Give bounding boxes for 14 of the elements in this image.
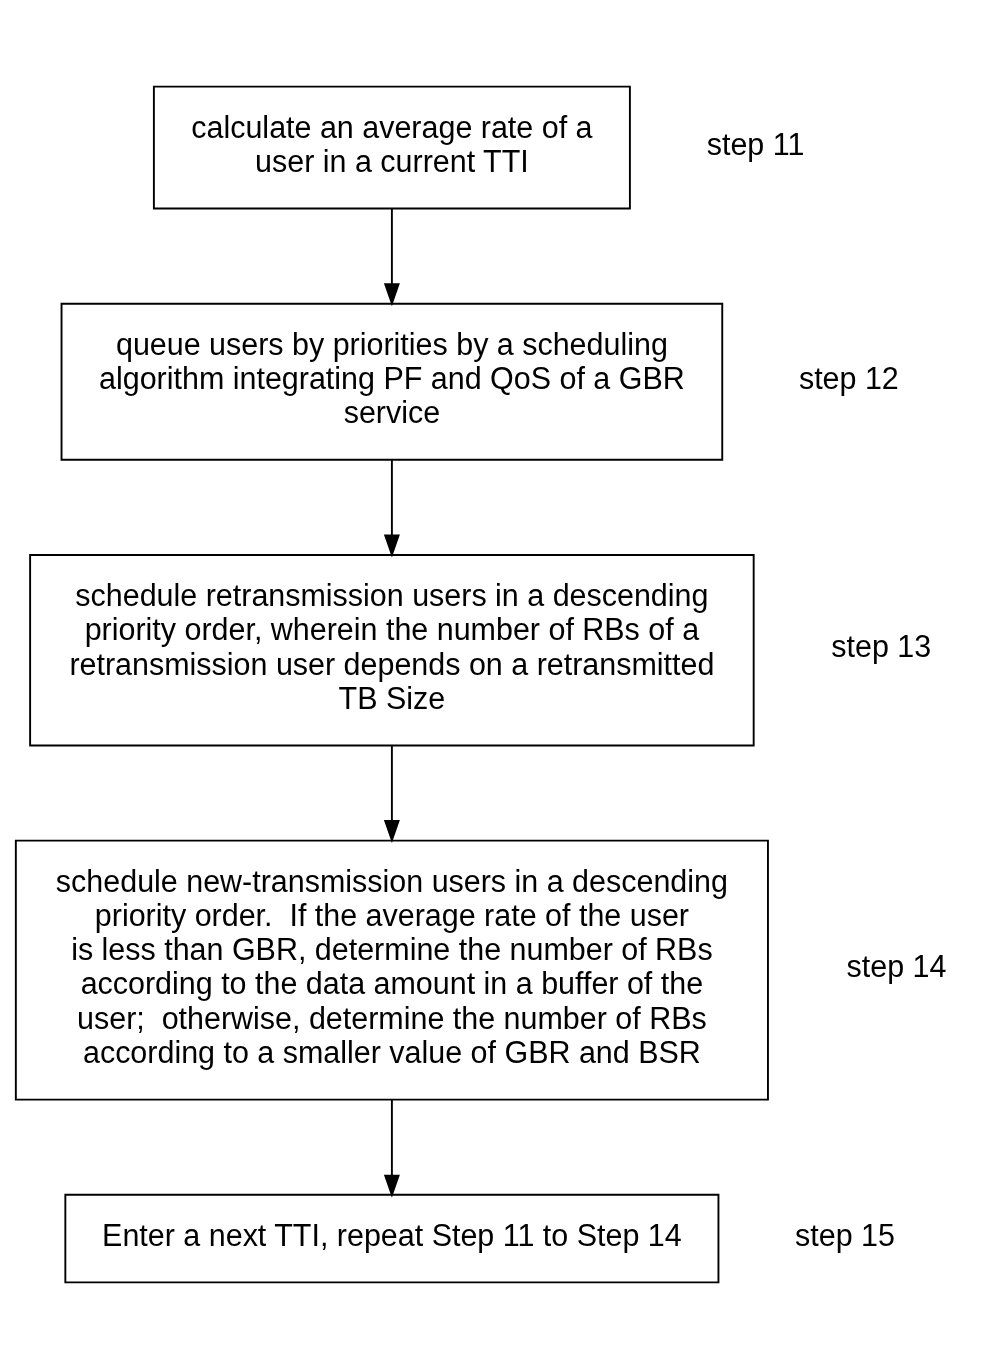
node-box: calculate an average rate of a user in a current TTI — [152, 85, 631, 210]
node-box: Enter a next TTI, repeat Step 11 to Step 14 — [64, 1193, 720, 1284]
node-box: schedule new-transmission users in a descending priority order. If the average rate of the user is less than GBR, determine the number of RBs according to the data amount in a buffer of the user; otherwise, determine the number of RBs according to a smaller value of GBR and BSR — [14, 839, 769, 1101]
node-label: step 15 — [795, 1217, 896, 1252]
node-label: step 14 — [846, 949, 947, 984]
arrow — [383, 207, 400, 307]
node-box: queue users by priorities by a scheduling algorithm integrating PF and QoS of a GBR service — [60, 302, 724, 461]
node-label: step 12 — [798, 360, 899, 395]
node-box: schedule retransmission users in a descending priority order, wherein the number of RBs of a retransmission user depends on a retransmitted TB Size — [29, 554, 755, 747]
node-label: step 11 — [706, 126, 805, 161]
arrow — [383, 745, 400, 843]
node-label: step 13 — [831, 629, 932, 664]
arrow — [383, 459, 400, 558]
arrow — [383, 1098, 400, 1198]
